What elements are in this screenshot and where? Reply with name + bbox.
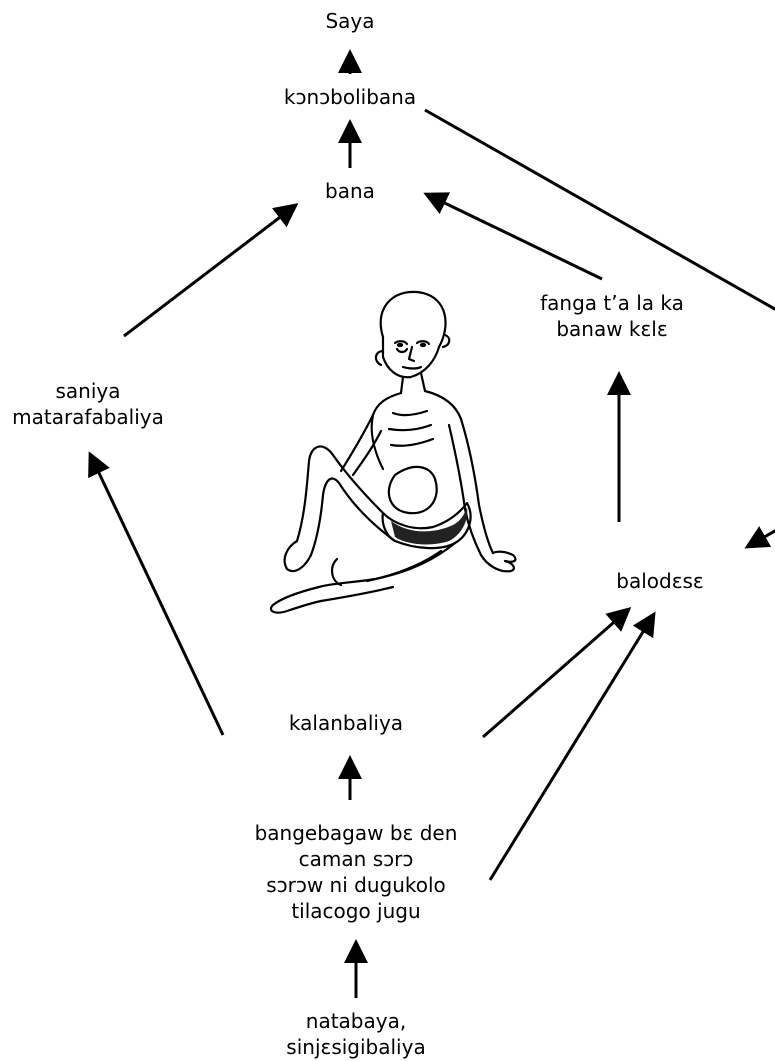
node-fanga-line-1: fanga t’a la ka bbox=[540, 290, 684, 316]
malnourished-child-illustration bbox=[255, 285, 520, 620]
node-konobolibana-line-1: kɔnɔbolibana bbox=[284, 84, 416, 110]
node-natabaya-line-1: natabaya, bbox=[306, 1008, 406, 1034]
node-saniya: saniya matarafabaliya bbox=[12, 378, 164, 430]
node-bana: bana bbox=[325, 178, 375, 204]
node-balodese-line-1: balodɛsɛ bbox=[616, 568, 703, 594]
node-bangebagaw-line-1: bangebagaw bɛ den bbox=[255, 820, 458, 846]
node-natabaya: natabaya, sinjɛsigibaliya bbox=[286, 1008, 425, 1060]
node-saya: Saya bbox=[325, 8, 374, 34]
node-balodese: balodɛsɛ bbox=[616, 568, 703, 594]
node-bangebagaw-line-2: caman sɔrɔ bbox=[299, 846, 414, 872]
arrow-kalanbaliya-to-balodese bbox=[483, 609, 629, 737]
node-saya-line-1: Saya bbox=[325, 8, 374, 34]
arrow-bangebagaw-to-balodese bbox=[490, 614, 654, 880]
node-saniya-line-1: saniya bbox=[56, 378, 121, 404]
node-bangebagaw-line-4: tilacogo jugu bbox=[291, 898, 420, 924]
node-fanga-line-2: banaw kɛlɛ bbox=[556, 316, 667, 342]
arrow-kalanbaliya-to-saniya bbox=[90, 454, 223, 735]
node-bangebagaw: bangebagaw bɛ den caman sɔrɔ sɔrɔw ni du… bbox=[255, 820, 458, 924]
node-kalanbaliya: kalanbaliya bbox=[289, 710, 403, 736]
node-natabaya-line-2: sinjɛsigibaliya bbox=[286, 1034, 425, 1060]
arrow-fanga-to-bana bbox=[426, 194, 602, 279]
node-bana-line-1: bana bbox=[325, 178, 375, 204]
arrow-konobolibana-to-right-edge bbox=[425, 110, 775, 312]
node-kalanbaliya-line-1: kalanbaliya bbox=[289, 710, 403, 736]
node-fanga: fanga t’a la ka banaw kɛlɛ bbox=[540, 290, 684, 342]
node-saniya-line-2: matarafabaliya bbox=[12, 404, 164, 430]
node-konobolibana: kɔnɔbolibana bbox=[284, 84, 416, 110]
arrow-right-edge-to-balodese bbox=[747, 528, 775, 547]
node-bangebagaw-line-3: sɔrɔw ni dugukolo bbox=[266, 872, 446, 898]
